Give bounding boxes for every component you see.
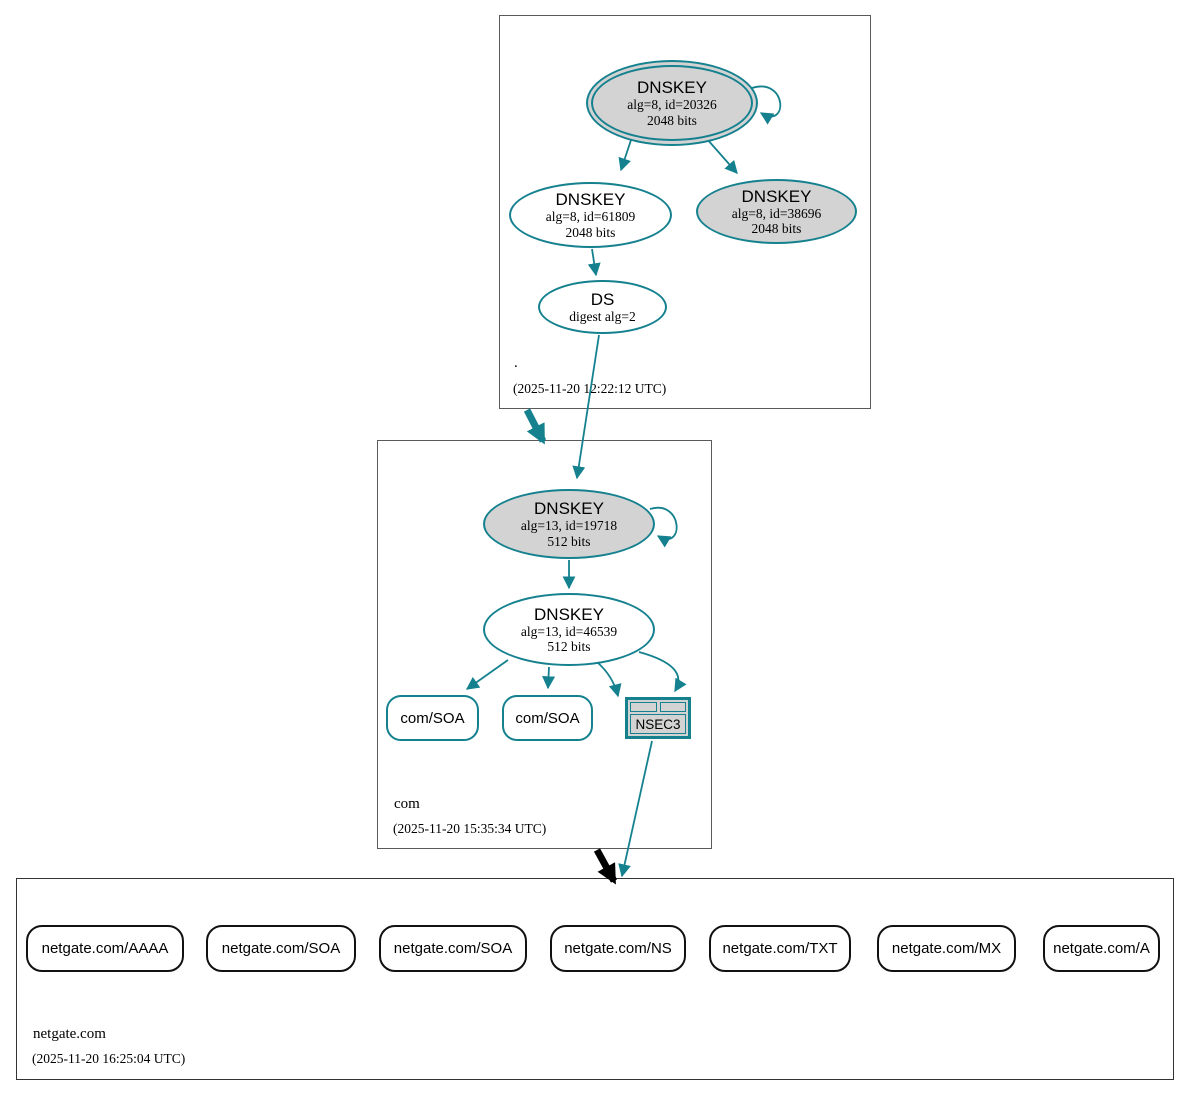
node-netgate-txt[interactable]: netgate.com/TXT [709,925,851,972]
zone-box-netgate [16,878,1174,1080]
nsec3-cell-1 [630,702,657,712]
node-title: DNSKEY [555,190,626,210]
node-netgate-soa-1[interactable]: netgate.com/SOA [206,925,356,972]
node-dnskey-20326[interactable]: DNSKEY alg=8, id=20326 2048 bits [586,60,758,146]
node-alg-id: alg=8, id=20326 [627,97,717,113]
node-dnskey-61809[interactable]: DNSKEY alg=8, id=61809 2048 bits [509,182,672,248]
node-com-soa-1[interactable]: com/SOA [386,695,479,741]
node-com-soa-2[interactable]: com/SOA [502,695,593,741]
node-nsec3[interactable]: NSEC3 [625,697,691,739]
zone-name-com: com [394,796,420,812]
node-netgate-mx[interactable]: netgate.com/MX [877,925,1016,972]
node-title: DS [590,289,615,309]
nsec3-cell-2 [660,702,686,712]
node-dnskey-46539[interactable]: DNSKEY alg=13, id=46539 512 bits [483,593,655,666]
edge-delegation-com-to-netgate [593,848,618,885]
node-ds[interactable]: DS digest alg=2 [538,280,667,334]
node-netgate-aaaa[interactable]: netgate.com/AAAA [26,925,184,972]
zone-box-root [499,15,871,409]
zone-name-root: . [514,355,518,371]
zone-timestamp-netgate: (2025-11-20 16:25:04 UTC) [32,1051,186,1066]
node-title: DNSKEY [534,604,604,624]
node-title: DNSKEY [637,78,707,98]
node-netgate-ns[interactable]: netgate.com/NS [550,925,686,972]
node-alg-id: alg=8, id=38696 [731,205,822,221]
node-dnskey-19718[interactable]: DNSKEY alg=13, id=19718 512 bits [483,489,655,559]
node-bits: 2048 bits [565,224,616,240]
zone-timestamp-root: (2025-11-20 12:22:12 UTC) [513,381,667,396]
node-alg-id: alg=8, id=61809 [545,209,636,225]
node-title: DNSKEY [534,499,604,519]
zone-name-netgate: netgate.com [33,1026,106,1042]
zone-timestamp-com: (2025-11-20 15:35:34 UTC) [393,821,547,836]
node-title: DNSKEY [741,186,812,206]
node-netgate-soa-2[interactable]: netgate.com/SOA [379,925,527,972]
node-bits: 512 bits [547,533,591,549]
node-bits: 2048 bits [647,112,697,128]
node-bits: 2048 bits [751,221,802,237]
node-dnskey-38696[interactable]: DNSKEY alg=8, id=38696 2048 bits [696,179,857,244]
node-netgate-a[interactable]: netgate.com/A [1043,925,1160,972]
node-digest: digest alg=2 [569,308,636,324]
edge-delegation-root-to-com [523,408,547,445]
nsec3-label: NSEC3 [630,714,686,734]
node-alg-id: alg=13, id=19718 [520,518,618,534]
node-bits: 512 bits [547,639,591,655]
node-alg-id: alg=13, id=46539 [520,623,618,639]
